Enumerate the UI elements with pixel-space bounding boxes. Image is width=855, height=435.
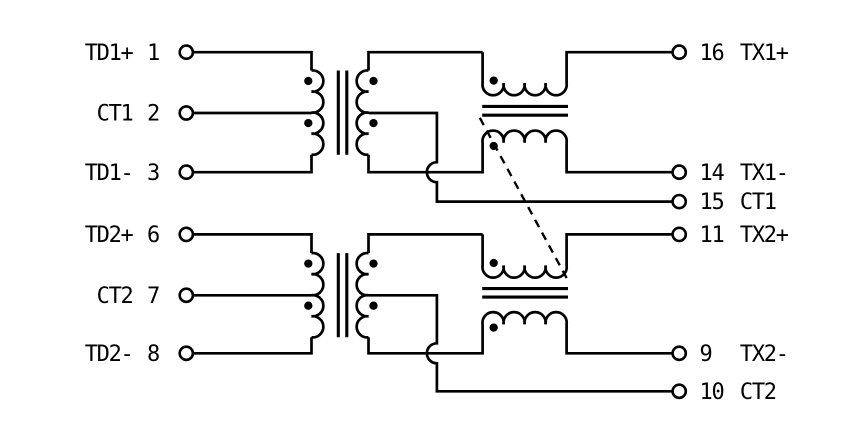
label-tx2-minus: TX2-	[740, 342, 788, 367]
terminal-pin-15	[671, 193, 688, 210]
choke1-top-winding	[481, 50, 673, 97]
t1-primary-winding	[311, 69, 325, 157]
terminal-pin-10	[671, 383, 688, 400]
pin-number-3: 3	[147, 161, 159, 186]
terminal-pin-8	[178, 345, 195, 362]
choke1-top-dot	[489, 76, 498, 85]
t1-secondary-winding	[355, 69, 369, 157]
transformer-2	[192, 233, 378, 355]
t2-core	[336, 253, 349, 338]
right-pin-labels: 16 TX1+ 14 TX1- 15 CT1 11 TX2+ 9 TX2- 10…	[700, 41, 791, 405]
terminal-pin-16	[671, 44, 688, 61]
terminal-pin-11	[671, 226, 688, 243]
label-tx1-minus: TX1-	[740, 161, 788, 186]
wire-t2-secondary-top	[367, 233, 483, 254]
terminal-pin-7	[178, 287, 195, 304]
label-ct2-left: CT2	[97, 284, 133, 309]
label-td1-minus: TD1-	[85, 161, 133, 186]
label-tx2-plus: TX2+	[740, 223, 789, 248]
wire-t1-secondary-top	[367, 50, 483, 71]
choke2-core	[482, 287, 568, 299]
wire-t1-mid-tap-to-pin15	[368, 111, 673, 203]
wire-pin8-to-t2-primary	[192, 337, 313, 355]
t2-primary-winding	[311, 251, 325, 339]
pin-number-6: 6	[147, 223, 159, 248]
choke-1	[367, 50, 673, 203]
t1-core	[336, 70, 349, 155]
t2-secondary-dot-top	[369, 259, 378, 268]
terminals	[178, 44, 688, 400]
terminal-pin-6	[178, 226, 195, 243]
pin-number-9: 9	[700, 342, 712, 367]
terminal-pin-1	[178, 44, 195, 61]
pin-number-7: 7	[147, 284, 159, 309]
t1-secondary-dot-top	[369, 76, 378, 86]
label-ct1-left: CT1	[97, 102, 133, 127]
dashed-coupling-line	[478, 117, 568, 280]
wire-t2-mid-tap-to-pin10	[368, 293, 673, 393]
terminal-pin-9	[671, 345, 688, 362]
transformer-1	[192, 50, 378, 174]
pin-number-11: 11	[700, 223, 724, 248]
pin-number-8: 8	[147, 342, 159, 367]
wire-pin6-to-t2-primary	[192, 233, 313, 254]
choke2-top-dot	[489, 258, 498, 268]
label-td2-minus: TD2-	[85, 342, 133, 367]
t1-primary-dot-bottom	[304, 118, 313, 128]
t2-primary-dot-bottom	[304, 301, 313, 310]
pin-number-10: 10	[700, 380, 724, 405]
choke1-core	[482, 104, 568, 117]
pin-number-2: 2	[147, 102, 159, 127]
choke-2	[367, 233, 673, 393]
terminal-pin-14	[671, 164, 688, 181]
label-tx1-plus: TX1+	[740, 41, 789, 66]
wire-pin1-to-t1-primary	[192, 50, 313, 71]
pin-number-15: 15	[700, 190, 724, 215]
pin-number-14: 14	[700, 161, 725, 186]
t1-secondary-dot-bottom	[369, 118, 378, 128]
choke2-bottom-dot	[489, 323, 498, 332]
label-ct2-right: CT2	[740, 380, 776, 405]
label-td1-plus: TD1+	[85, 41, 134, 66]
t2-secondary-dot-bottom	[369, 301, 378, 310]
label-ct1-right: CT1	[740, 190, 776, 215]
t2-primary-dot-top	[304, 259, 313, 268]
terminal-pin-2	[178, 105, 195, 121]
t1-primary-dot-top	[304, 76, 313, 86]
choke1-bottom-winding	[367, 129, 673, 174]
pin-number-16: 16	[700, 41, 724, 66]
choke2-bottom-winding	[367, 310, 673, 355]
wire-pin3-to-t1-primary	[192, 154, 313, 174]
left-pin-labels: TD1+ 1 CT1 2 TD1- 3 TD2+ 6 CT2 7 TD2- 8	[85, 41, 161, 367]
t2-secondary-winding	[355, 251, 369, 339]
terminal-pin-3	[178, 164, 195, 181]
choke2-top-winding	[481, 233, 673, 279]
label-td2-plus: TD2+	[85, 223, 134, 248]
pin-number-1: 1	[147, 41, 159, 66]
